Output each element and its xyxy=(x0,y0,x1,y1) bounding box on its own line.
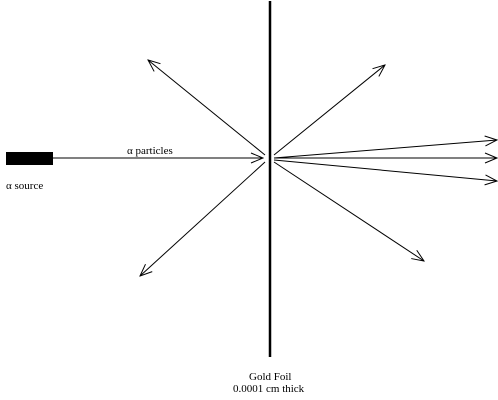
alpha-source-label: α source xyxy=(6,180,43,192)
backscatter-arrow-upper xyxy=(148,60,266,156)
alpha-source-block xyxy=(6,152,53,165)
deflected-arrow-upper-steep xyxy=(273,65,385,156)
foil-thickness-label: 0.0001 cm thick xyxy=(233,383,305,395)
gold-foil-label: Gold Foil xyxy=(249,371,291,383)
backscatter-arrow-lower xyxy=(140,161,266,276)
alpha-particles-label: α particles xyxy=(127,145,173,157)
deflected-arrow-lower-steep xyxy=(273,161,424,261)
deflected-arrow-lower-shallow xyxy=(273,159,497,181)
deflected-arrow-upper-shallow xyxy=(273,140,497,159)
